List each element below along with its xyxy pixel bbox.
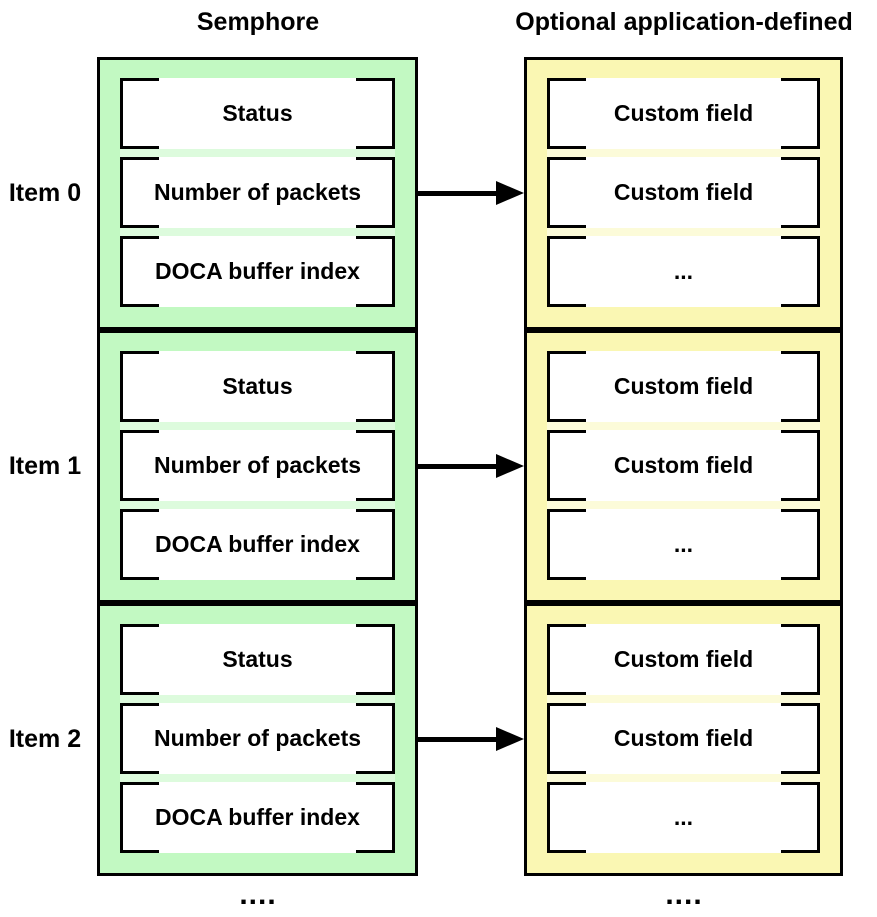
semaphore-item-block-2: Status Number of packets DOCA buffer ind…	[97, 603, 418, 876]
doca-buffer-index-cell: DOCA buffer index	[120, 509, 395, 580]
semaphore-slots: Status Number of packets DOCA buffer ind…	[120, 624, 395, 853]
semaphore-item-block-1: Status Number of packets DOCA buffer ind…	[97, 330, 418, 603]
arrow-head	[496, 454, 524, 478]
custom-slots: Custom field Custom field ...	[547, 351, 820, 580]
custom-slots: Custom field Custom field ...	[547, 78, 820, 307]
custom-field-cell: Custom field	[547, 703, 820, 774]
custom-field-cell: Custom field	[547, 78, 820, 149]
arrow-line	[418, 736, 496, 742]
semaphore-item-block-0: Status Number of packets DOCA buffer ind…	[97, 57, 418, 330]
custom-field-cell: Custom field	[547, 430, 820, 501]
num-packets-cell: Number of packets	[120, 430, 395, 501]
item-label-0: Item 0	[8, 179, 82, 207]
arrow-line	[418, 190, 496, 196]
item-label-1: Item 1	[8, 452, 82, 480]
custom-item-block-0: Custom field Custom field ...	[524, 57, 843, 330]
item-label-2: Item 2	[8, 725, 82, 753]
arrow-head	[496, 181, 524, 205]
doca-buffer-index-cell: DOCA buffer index	[120, 236, 395, 307]
custom-item-block-2: Custom field Custom field ...	[524, 603, 843, 876]
status-cell: Status	[120, 624, 395, 695]
semaphore-slots: Status Number of packets DOCA buffer ind…	[120, 351, 395, 580]
semaphore-slots: Status Number of packets DOCA buffer ind…	[120, 78, 395, 307]
ellipsis-cell: ...	[547, 236, 820, 307]
custom-field-cell: Custom field	[547, 351, 820, 422]
arrow-right-icon	[418, 727, 524, 751]
custom-slots: Custom field Custom field ...	[547, 624, 820, 853]
ellipsis-cell: ...	[547, 782, 820, 853]
doca-buffer-index-cell: DOCA buffer index	[120, 782, 395, 853]
arrow-right-icon	[418, 181, 524, 205]
column-title-semaphore: Semphore	[196, 8, 320, 36]
column-footer-ellipsis-left: ....	[239, 878, 277, 911]
ellipsis-cell: ...	[547, 509, 820, 580]
arrow-line	[418, 463, 496, 469]
arrow-right-icon	[418, 454, 524, 478]
column-footer-ellipsis-right: ....	[665, 878, 703, 911]
custom-item-block-1: Custom field Custom field ...	[524, 330, 843, 603]
custom-field-cell: Custom field	[547, 624, 820, 695]
num-packets-cell: Number of packets	[120, 703, 395, 774]
arrow-head	[496, 727, 524, 751]
status-cell: Status	[120, 78, 395, 149]
custom-field-cell: Custom field	[547, 157, 820, 228]
status-cell: Status	[120, 351, 395, 422]
num-packets-cell: Number of packets	[120, 157, 395, 228]
column-title-application-defined: Optional application-defined	[515, 8, 853, 36]
